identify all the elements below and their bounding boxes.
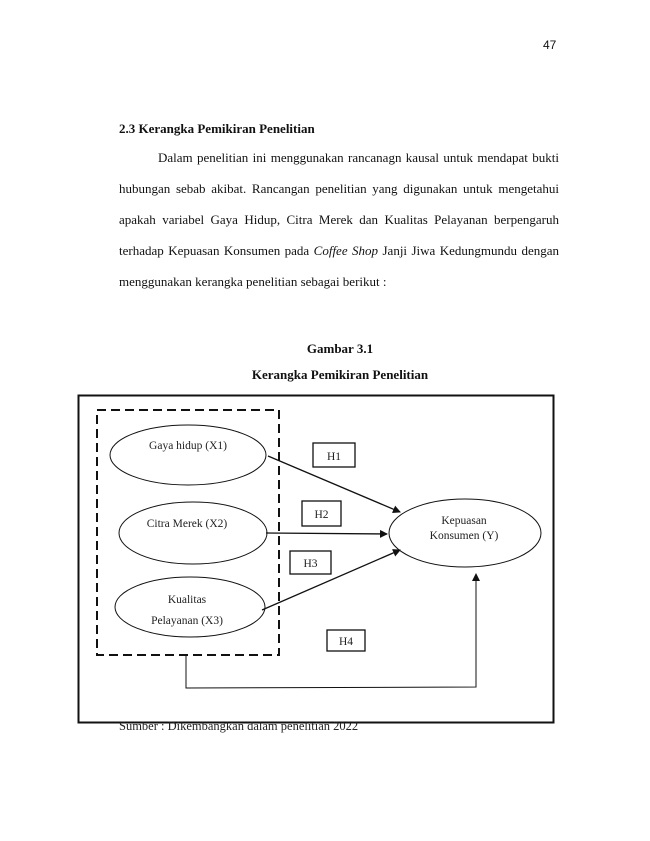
- node-x3: [114, 576, 266, 638]
- hypothesis-box-h4: [326, 629, 366, 652]
- node-x1-label: Gaya hidup (X1): [149, 440, 227, 452]
- hypothesis-box-h2: [301, 500, 342, 527]
- hypothesis-label: H3: [303, 558, 317, 570]
- node-x2: [118, 501, 268, 565]
- page-number: 47: [543, 38, 557, 52]
- arrow-h1: [267, 455, 401, 513]
- arrow-h2: [265, 529, 388, 538]
- arrow-h4: [185, 573, 480, 689]
- hypothesis-box-h3: [289, 550, 332, 575]
- arrow-h3: [261, 549, 401, 611]
- hypothesis-label: H2: [314, 509, 328, 521]
- hypothesis-label: H1: [327, 451, 341, 463]
- node-x3-label: Kualitas: [168, 594, 207, 606]
- hypothesis-label: H4: [339, 636, 353, 648]
- node-y: [388, 498, 542, 568]
- node-y-label: Kepuasan: [441, 515, 487, 527]
- text: terhadap Kepuasan Konsumen pada: [119, 243, 314, 258]
- paragraph-line: terhadap Kepuasan Konsumen pada Coffee S…: [119, 243, 559, 259]
- figure-source: Sumber : Dikembangkan dalam penelitian 2…: [119, 719, 359, 733]
- node-x3-label: Pelayanan (X3): [151, 615, 223, 627]
- figure-number: Gambar 3.1: [306, 341, 374, 356]
- node-y-label: Konsumen (Y): [430, 530, 499, 542]
- node-x2-label: Citra Merek (X2): [147, 518, 228, 530]
- hypothesis-box-h1: [312, 442, 356, 468]
- figure-title: Kerangka Pemikiran Penelitian: [251, 367, 429, 382]
- paragraph-line: apakah variabel Gaya Hidup, Citra Merek …: [119, 212, 559, 227]
- independent-variables-group: [96, 409, 280, 656]
- paragraph-line: hubungan sebab akibat. Rancangan penelit…: [119, 181, 559, 196]
- section-heading: 2.3 Kerangka Pemikiran Penelitian: [119, 121, 315, 136]
- figure-border: [77, 394, 555, 724]
- text: Janji Jiwa Kedungmundu dengan: [378, 243, 560, 258]
- paragraph-line: menggunakan kerangka penelitian sebagai …: [119, 274, 387, 289]
- paragraph-line: Dalam penelitian ini menggunakan rancana…: [158, 150, 559, 165]
- italic-term: Coffee Shop: [313, 243, 379, 258]
- node-x1: [109, 424, 267, 486]
